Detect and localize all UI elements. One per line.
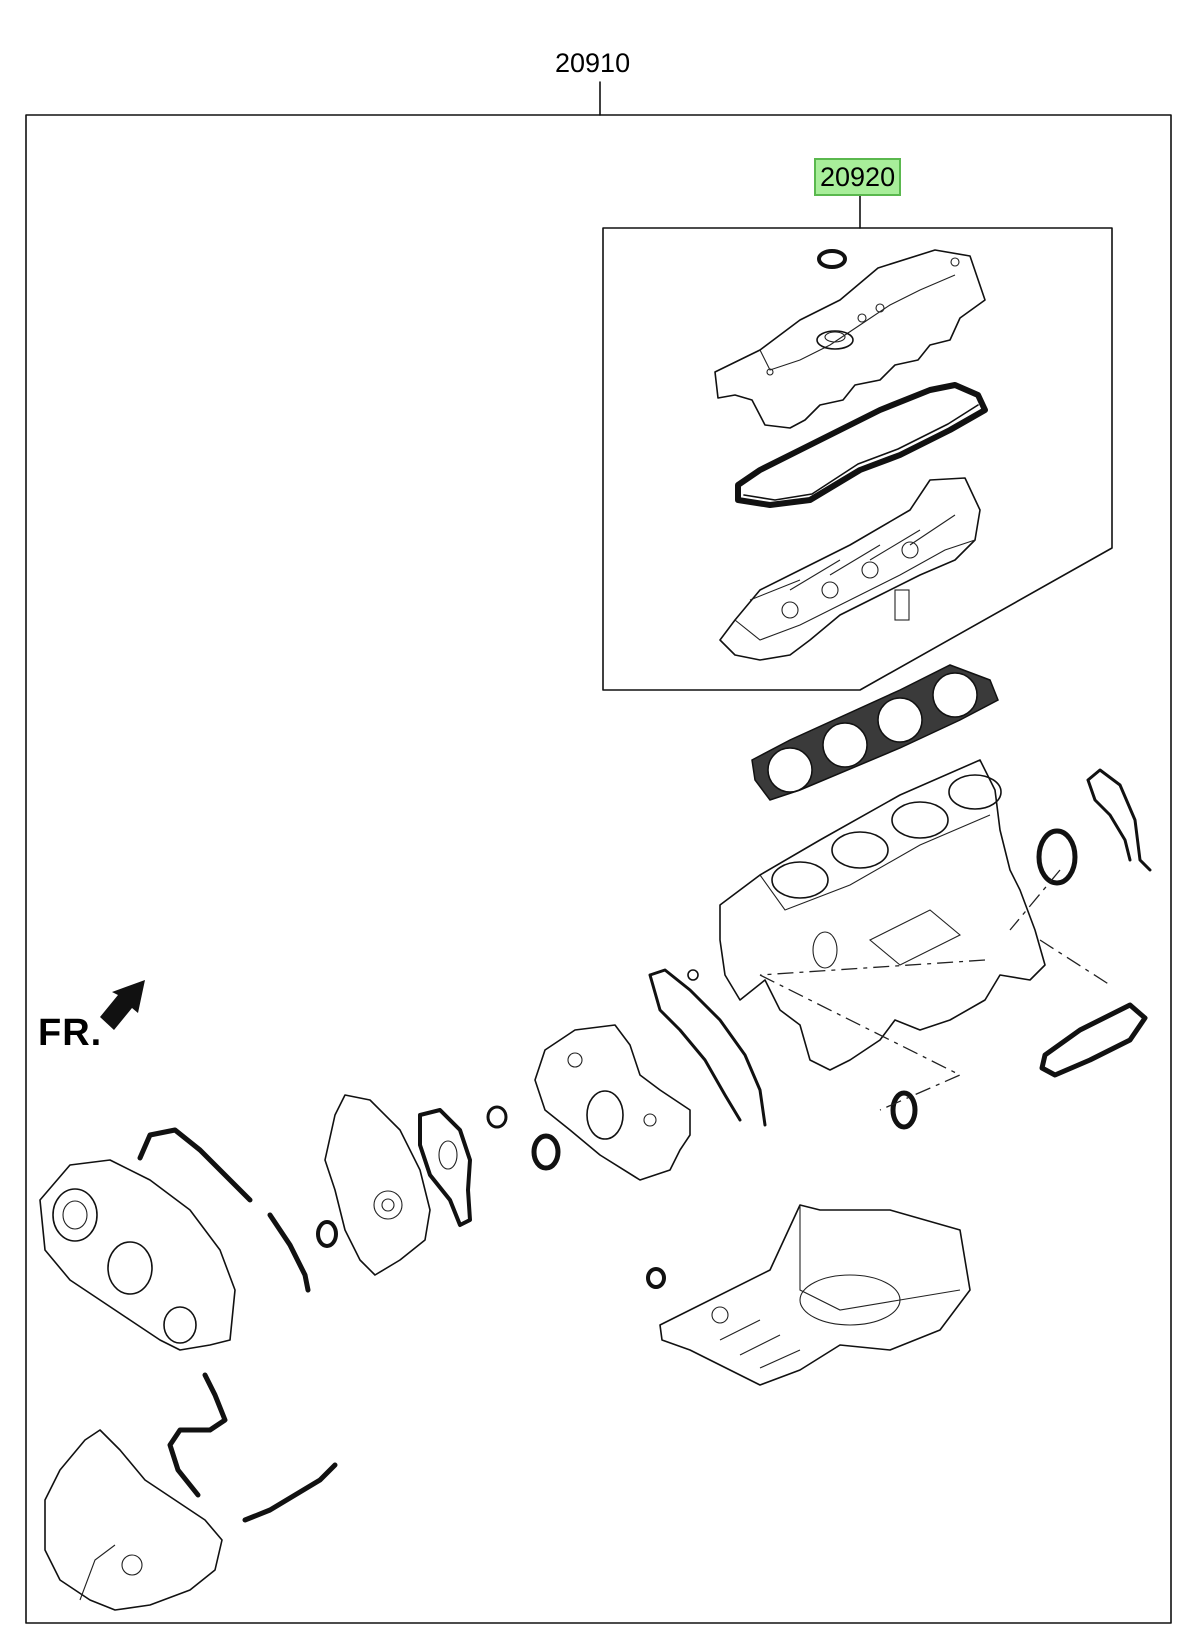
outer-kit-frame bbox=[25, 114, 1172, 1624]
timing-cover-seal-lower bbox=[167, 1372, 228, 1498]
rear-oil-seal bbox=[1036, 828, 1078, 886]
front-oil-seal bbox=[531, 1133, 561, 1171]
oil-pan bbox=[659, 1204, 971, 1386]
water-pump-seal bbox=[316, 1220, 338, 1248]
valve-cover-gasket bbox=[735, 382, 988, 508]
timing-cover-seal-bottom bbox=[242, 1462, 338, 1523]
timing-cover-seal-middle bbox=[267, 1212, 311, 1293]
crankshaft-seal bbox=[890, 1090, 918, 1130]
water-pump-gasket bbox=[418, 1108, 472, 1227]
outer-part-number-label[interactable]: 20910 bbox=[555, 48, 631, 78]
cylinder-block bbox=[719, 759, 1046, 1071]
head-gasket bbox=[751, 664, 999, 801]
arrow-down-left-icon bbox=[100, 980, 145, 1030]
front-small-seal bbox=[486, 1105, 508, 1129]
front-direction-label: FR. bbox=[38, 1012, 103, 1054]
oil-pan-side-gasket bbox=[1039, 1002, 1148, 1078]
inner-kit-frame bbox=[602, 227, 1113, 691]
water-pump bbox=[324, 1094, 431, 1276]
rear-seal-case-gasket bbox=[1086, 768, 1152, 872]
lower-timing-cover bbox=[44, 1429, 223, 1611]
oil-filler-oring bbox=[817, 249, 847, 269]
timing-cover-seal-upper bbox=[137, 1127, 253, 1203]
cylinder-head bbox=[719, 477, 981, 661]
inner-part-number-label[interactable]: 20920 bbox=[814, 158, 902, 196]
upper-timing-cover bbox=[39, 1159, 236, 1351]
oil-pan-drain-plug-gasket bbox=[646, 1267, 666, 1289]
valve-cover bbox=[714, 249, 986, 429]
front-case-gasket bbox=[648, 968, 767, 1127]
front-case bbox=[534, 1024, 691, 1181]
